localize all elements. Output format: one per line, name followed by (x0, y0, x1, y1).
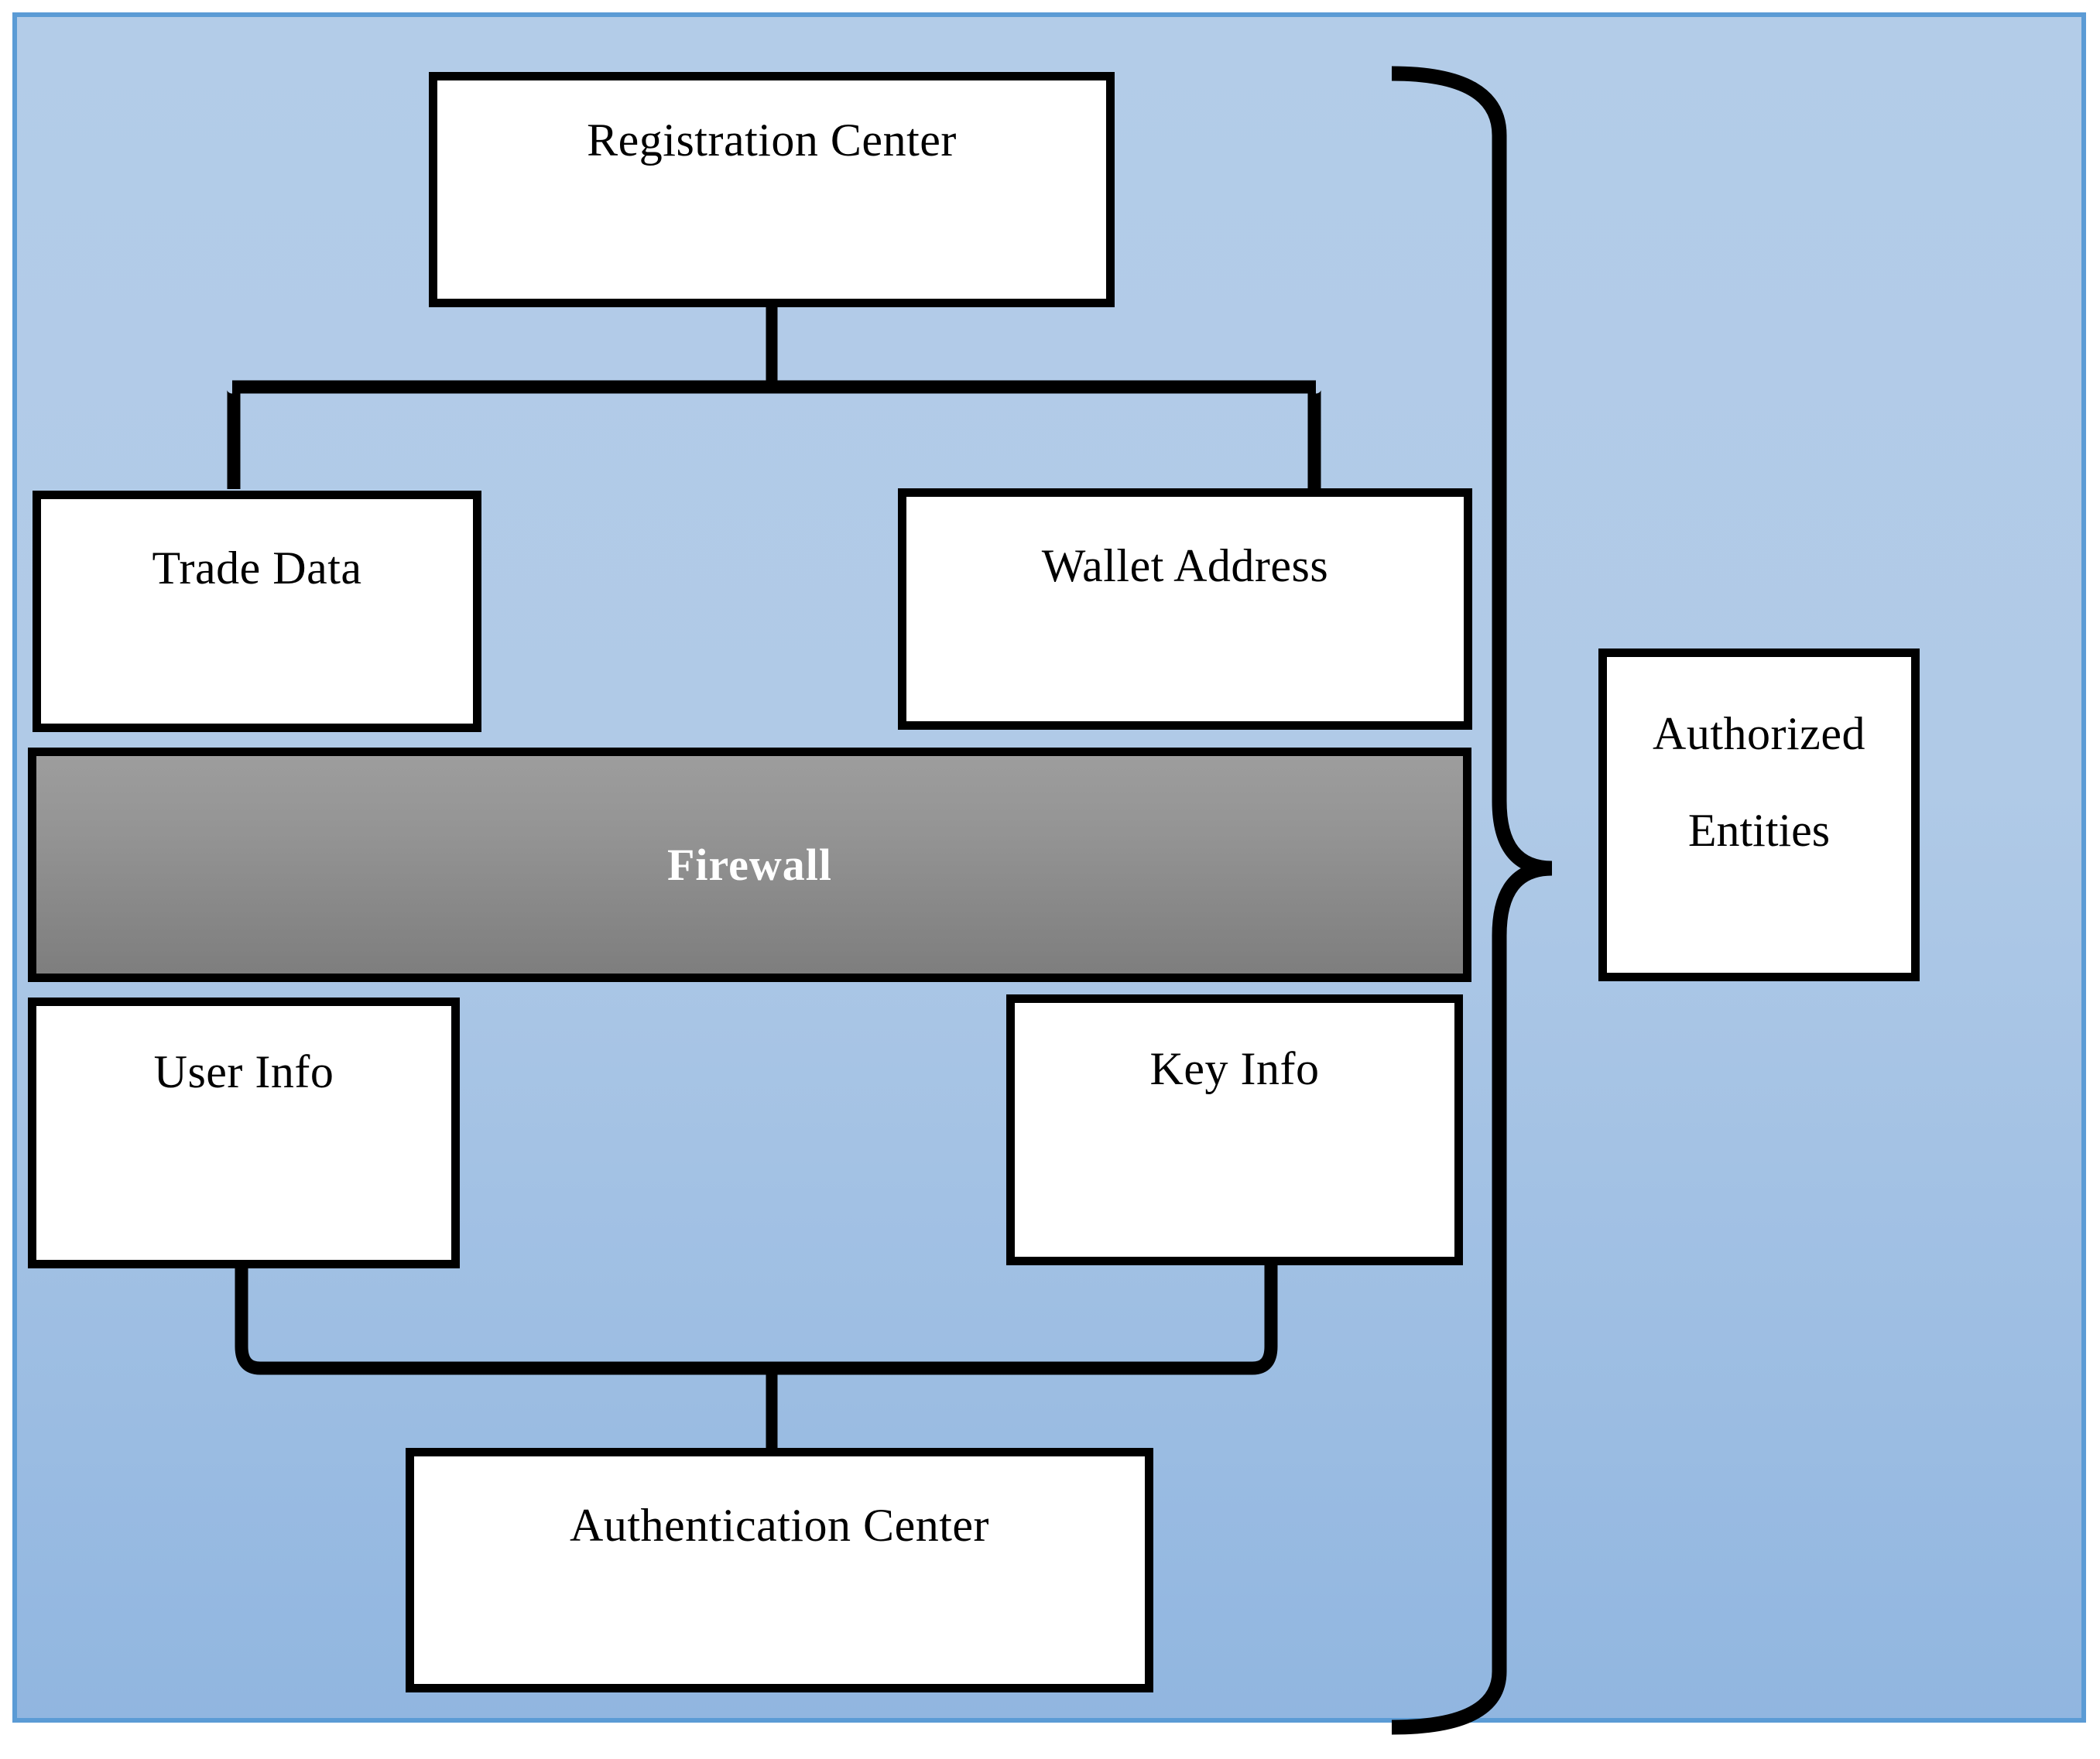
node-registration-center[interactable]: Registration Center (429, 72, 1115, 307)
node-trade-data-label: Trade Data (152, 542, 362, 594)
node-authorized-entities-label-line1: Authorized (1653, 708, 1865, 759)
node-user-info[interactable]: User Info (28, 998, 460, 1268)
node-firewall-label: Firewall (666, 840, 833, 890)
node-wallet-address-label: Wallet Address (1041, 540, 1329, 591)
node-authentication-center-label: Authentication Center (569, 1500, 989, 1551)
node-wallet-address[interactable]: Wallet Address (898, 488, 1472, 730)
node-firewall[interactable]: Firewall (28, 748, 1471, 982)
node-user-info-label: User Info (153, 1046, 334, 1097)
node-authentication-center[interactable]: Authentication Center (406, 1448, 1153, 1692)
node-trade-data[interactable]: Trade Data (33, 491, 481, 732)
node-authorized-entities-label-line2: Entities (1687, 805, 1831, 856)
node-registration-center-label: Registration Center (587, 115, 957, 166)
node-authorized-entities[interactable]: Authorized Entities (1598, 649, 1920, 981)
node-key-info[interactable]: Key Info (1006, 994, 1463, 1265)
node-key-info-label: Key Info (1149, 1043, 1320, 1094)
